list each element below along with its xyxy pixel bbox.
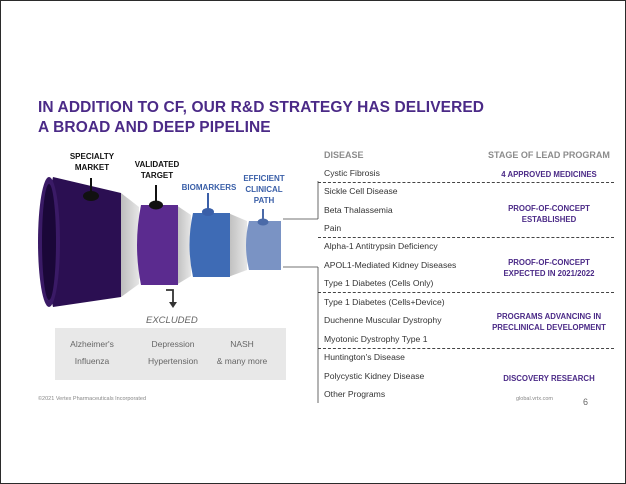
divider xyxy=(318,348,614,349)
disease-row: Cystic Fibrosis xyxy=(324,168,380,178)
stage-approved-medicines: 4 APPROVED MEDICINES xyxy=(501,170,597,179)
stage-column-header: STAGE OF LEAD PROGRAM xyxy=(488,150,610,160)
disease-row: Other Programs xyxy=(324,389,386,399)
title-line-2: A BROAD AND DEEP PIPELINE xyxy=(38,119,271,136)
disease-row: Type 1 Diabetes (Cells+Device) xyxy=(324,297,445,307)
website-text: global.vrtx.com xyxy=(516,396,553,402)
pin-biomarkers xyxy=(202,208,214,216)
funnel-connector-3 xyxy=(228,213,247,277)
excluded-item-3: NASH& many more xyxy=(216,339,268,366)
disease-row: Duchenne Muscular Dystrophy xyxy=(324,315,442,325)
label-biomarkers: BIOMARKERS xyxy=(181,183,237,192)
funnel-connector-1 xyxy=(121,193,139,297)
disease-row: APOL1-Mediated Kidney Diseases xyxy=(324,260,457,270)
funnel-connector-2 xyxy=(176,205,191,285)
disease-row: Huntington's Disease xyxy=(324,352,405,362)
slide-title: IN ADDITION TO CF, OUR R&D STRATEGY HAS … xyxy=(38,98,538,138)
funnel-segment-validated-target xyxy=(137,205,178,285)
disease-row: Sickle Cell Disease xyxy=(324,186,398,196)
funnel-segment-specialty-market xyxy=(45,177,121,307)
funnel-segment-efficient-clinical-path xyxy=(246,221,281,270)
divider xyxy=(318,237,614,238)
pin-specialty-market xyxy=(83,191,99,201)
pin-validated-target xyxy=(149,200,163,210)
excluded-arrow-icon xyxy=(166,289,174,303)
excluded-box xyxy=(55,328,286,380)
title-line-1: IN ADDITION TO CF, OUR R&D STRATEGY HAS … xyxy=(38,99,485,116)
disease-column-header: DISEASE xyxy=(324,150,364,160)
disease-row: Pain xyxy=(324,223,342,233)
excluded-label: EXCLUDED xyxy=(146,315,198,326)
disease-row: Type 1 Diabetes (Cells Only) xyxy=(324,278,434,288)
stage-discovery-research: DISCOVERY RESEARCH xyxy=(503,374,595,383)
funnel-segment-biomarkers xyxy=(189,213,230,277)
copyright-text: ©2021 Vertex Pharmaceuticals Incorporate… xyxy=(38,396,147,402)
disease-row: Beta Thalassemia xyxy=(324,205,393,215)
page-number: 6 xyxy=(583,397,589,407)
disease-row: Myotonic Dystrophy Type 1 xyxy=(324,334,428,344)
funnel-segment-1-opening xyxy=(42,184,56,300)
disease-row: Polycystic Kidney Disease xyxy=(324,371,425,381)
divider xyxy=(318,292,614,293)
divider xyxy=(318,182,614,183)
disease-row: Alpha-1 Antitrypsin Deficiency xyxy=(324,241,438,251)
pin-efficient-clinical-path xyxy=(257,218,269,226)
